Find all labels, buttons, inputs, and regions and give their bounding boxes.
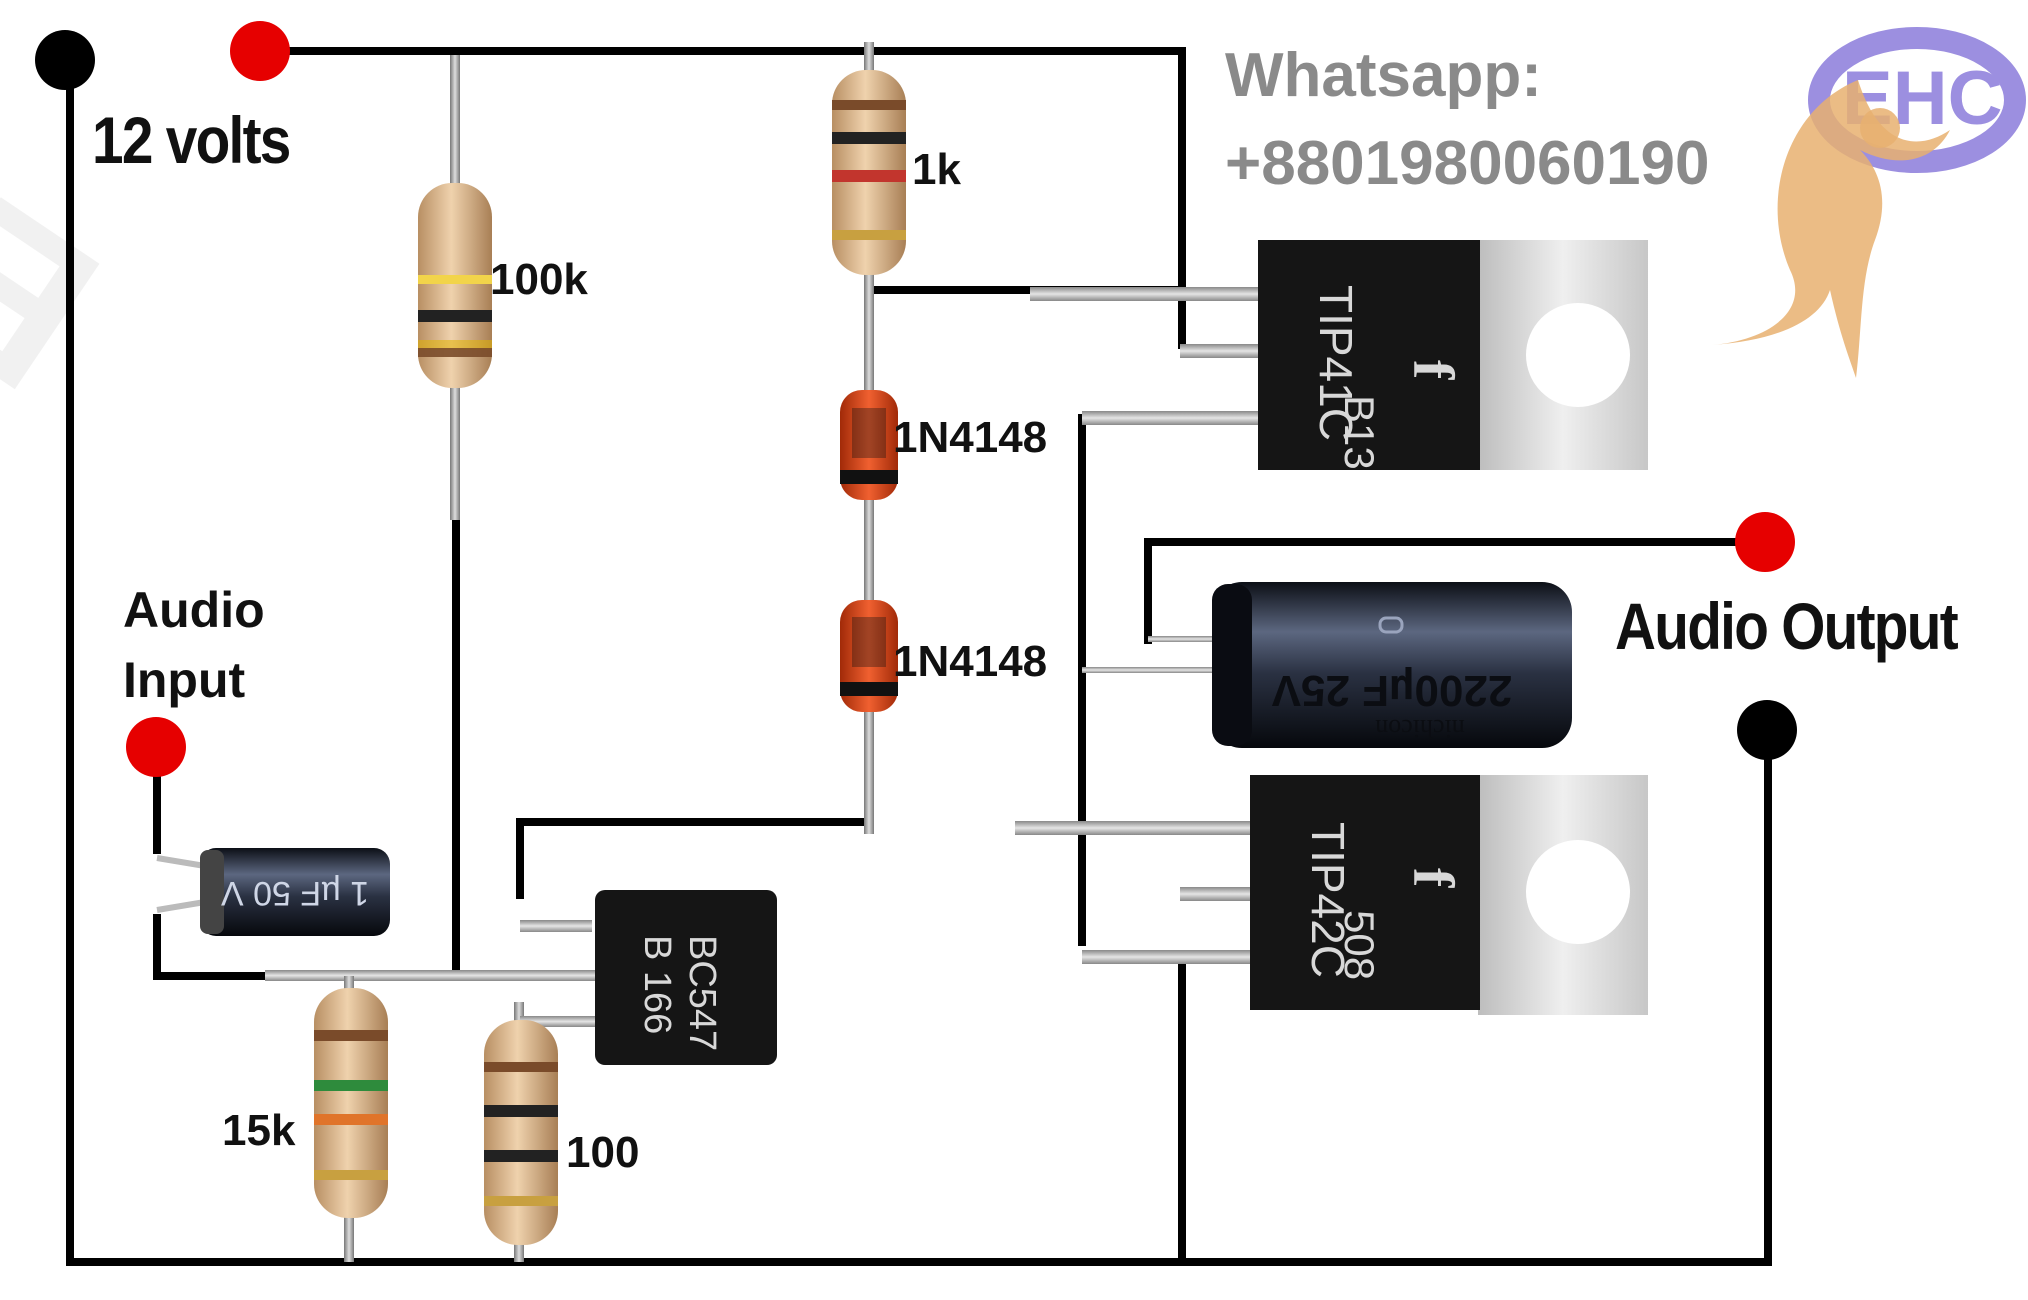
resistor-100: [484, 1020, 558, 1245]
resistor-1k: [832, 70, 906, 275]
whatsapp-label: Whatsapp:: [1225, 41, 1542, 110]
capacitor-input-1uf: 1 µF 50 V: [156, 848, 390, 936]
resistor-1k-label: 1k: [912, 145, 961, 194]
resistor-100-label: 100: [566, 1128, 640, 1177]
audio-input-label-line1: Audio: [123, 582, 265, 638]
bc547-code-text: B 166: [636, 935, 678, 1034]
whatsapp-number: +8801980060190: [1225, 129, 1710, 198]
fairchild-logo-icon: f: [1401, 868, 1466, 888]
tip41c-code-text: B13: [1336, 395, 1383, 470]
tip41c-part-text: TIP41C: [1310, 285, 1362, 441]
resistor-100k-label: 100k: [490, 255, 588, 304]
capacitor-output-marking: 2200µF 25V: [1271, 666, 1512, 715]
tip42c-part-text: TIP42C: [1302, 822, 1354, 978]
diode-1n4148-bottom: [840, 600, 898, 712]
capacitor-input-marking: 1 µF 50 V: [221, 874, 369, 912]
capacitor-output-brand: nichicon: [1375, 714, 1465, 743]
audio-input-label-line2: Input: [123, 652, 246, 708]
input-terminal: [126, 717, 186, 777]
output-positive-terminal: [1735, 512, 1795, 572]
diode-1-label: 1N4148: [893, 413, 1048, 462]
diode-2-label: 1N4148: [893, 637, 1048, 686]
ehc-logo: EHC: [1712, 27, 2026, 378]
diode-1n4148-top: [840, 390, 898, 500]
leads: [265, 42, 1265, 1262]
audio-output-label: Audio Output: [1615, 589, 1959, 663]
resistor-15k-label: 15k: [222, 1106, 296, 1155]
capacitor-output-2200uf: 2200µF 25V nichicon: [1212, 582, 1572, 748]
wires: [66, 47, 1772, 1266]
transistor-bc547: BC547 B 166: [520, 890, 777, 1065]
output-ground-terminal: [1737, 700, 1797, 760]
supply-voltage-label: 12 volts: [92, 103, 291, 177]
transistor-tip41c: TIP41C B13 f: [1258, 240, 1648, 470]
resistor-100k: [418, 183, 492, 388]
person-figure-logo-icon: [1712, 80, 1950, 378]
resistor-15k: [314, 988, 388, 1218]
fairchild-logo-icon: f: [1401, 360, 1466, 380]
bc547-part-text: BC547: [681, 935, 723, 1051]
supply-positive-terminal: [230, 21, 290, 81]
supply-ground-terminal: [35, 30, 95, 90]
transistor-tip42c: TIP42C 508 f: [1250, 775, 1648, 1015]
tip42c-code-text: 508: [1336, 910, 1383, 980]
